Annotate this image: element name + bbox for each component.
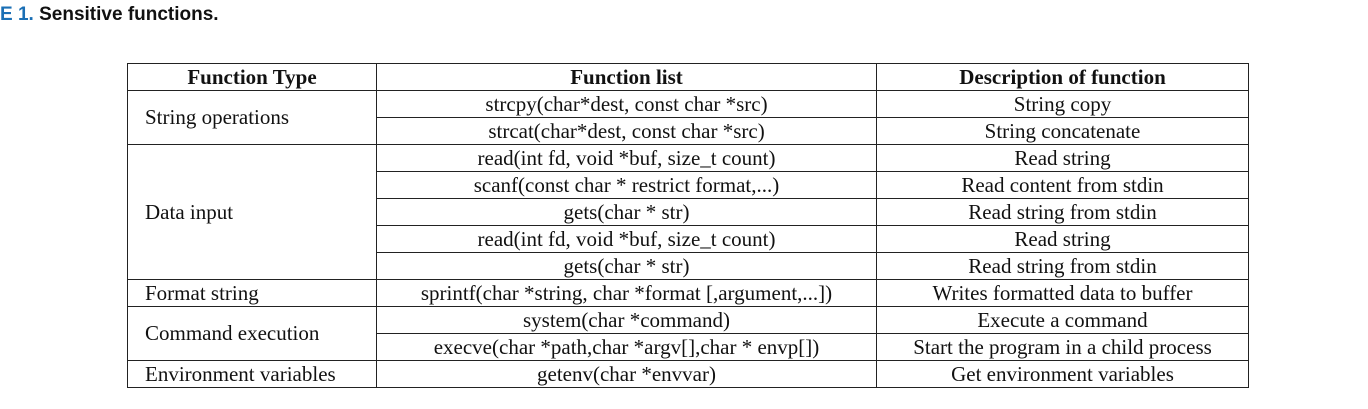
function-cell: getenv(char *envvar) [376,360,877,388]
function-cell: strcat(char*dest, const char *src) [376,117,877,145]
function-cell: gets(char * str) [376,252,877,280]
header-row: Function Type Function list Description … [127,63,1249,91]
description-cell: Read string [876,225,1249,253]
function-cell: read(int fd, void *buf, size_t count) [376,144,877,172]
function-type-cell: Environment variables [127,360,377,388]
description-cell: Start the program in a child process [876,333,1249,361]
caption-number: 1. [17,4,34,25]
header-function-list: Function list [376,63,877,91]
caption-label: E [0,4,13,25]
function-cell: strcpy(char*dest, const char *src) [376,90,877,118]
table-row: Format string sprintf(char *string, char… [127,279,1249,307]
description-cell: String copy [876,90,1249,118]
description-cell: Read string from stdin [876,252,1249,280]
table-row: String operations strcpy(char*dest, cons… [127,90,1249,145]
table-caption: E 1. Sensitive functions. [0,4,219,26]
description-cell: Writes formatted data to buffer [876,279,1249,307]
table-row: strcat(char*dest, const char *src) Strin… [128,117,1249,145]
sensitive-functions-table: Function Type Function list Description … [127,63,1249,388]
description-cell: Get environment variables [876,360,1249,388]
description-cell: Read string from stdin [876,198,1249,226]
caption-title: Sensitive functions. [39,4,219,25]
function-type-cell: Command execution [127,306,377,361]
description-cell: Read string [876,144,1249,172]
description-cell: Read content from stdin [876,171,1249,199]
table-row: Data input read(int fd, void *buf, size_… [127,144,1249,280]
function-cell: sprintf(char *string, char *format [,arg… [376,279,877,307]
function-cell: scanf(const char * restrict format,...) [376,171,877,199]
table-row: gets(char * str) Read string from stdin [128,252,1249,280]
function-type-cell: String operations [127,90,377,145]
function-cell: system(char *command) [376,306,877,334]
description-cell: Execute a command [876,306,1249,334]
function-cell: execve(char *path,char *argv[],char * en… [376,333,877,361]
function-type-cell: Data input [127,144,377,280]
header-description: Description of function [876,63,1249,91]
description-cell: String concatenate [876,117,1249,145]
function-type-cell: Format string [127,279,377,307]
table-row: execve(char *path,char *argv[],char * en… [128,333,1249,361]
function-cell: gets(char * str) [376,198,877,226]
table-row: Command execution system(char *command) … [127,306,1249,361]
function-cell: read(int fd, void *buf, size_t count) [376,225,877,253]
header-function-type: Function Type [127,63,377,91]
table-row: Environment variables getenv(char *envva… [127,360,1249,388]
